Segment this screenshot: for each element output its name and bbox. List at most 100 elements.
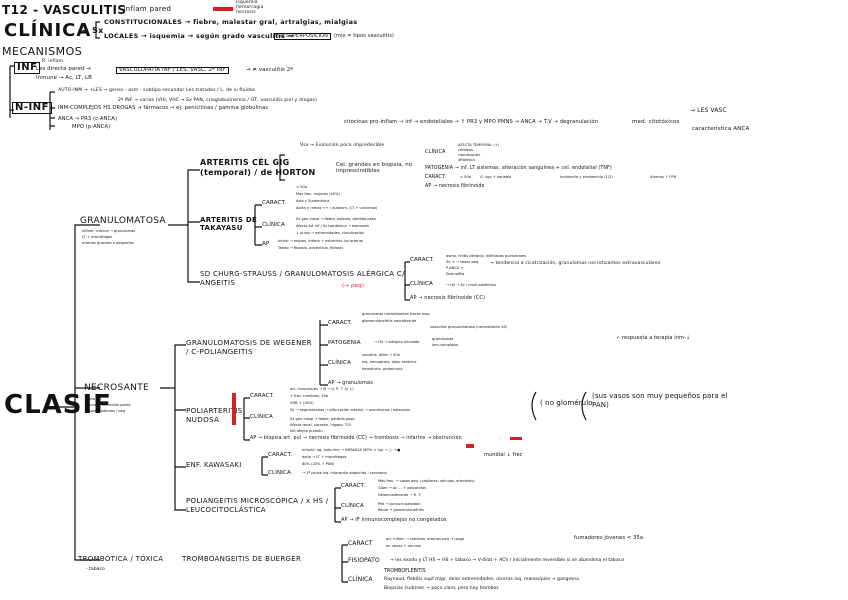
- kaw-red-mark: [466, 444, 474, 448]
- poli-clin-1: Piel → púrpura palpable: [378, 502, 421, 506]
- clinica-sx: → Sx: [82, 26, 104, 35]
- necrosante-title: NECROSANTE: [84, 383, 149, 393]
- clinica-constitucionales: CONSTITUCIONALES → fiebre, malestar gral…: [104, 18, 358, 26]
- gran-note-3: arterias grandes o pequeñas: [82, 241, 134, 245]
- clinica-locales: LOCALES → isquemia → según grado vasculi…: [104, 32, 294, 40]
- inf-box: INF: [14, 62, 41, 74]
- churg-caract-2: 50 < → Vasos peq.: [446, 260, 480, 264]
- weg-pat-2: granulomas: [432, 337, 454, 341]
- red-highlight: [213, 7, 233, 11]
- churg-peq: (→ peq): [342, 283, 365, 289]
- wegener-clinica: CLÍNICA: [328, 360, 351, 366]
- vasc-tail: → ≠ vasculitis 2ª: [246, 67, 293, 73]
- horton-patogenia: PATOGENIA → inf. LT sistemas, alteración…: [425, 166, 612, 171]
- trombotica-title: TROMBÓTICA / TÓXICA: [78, 555, 164, 563]
- wegener-title: GRANULOMATOSIS DE WEGENER / C-POLIANGEIT…: [186, 338, 312, 356]
- weg-clin-3: hematuria, proteinuria: [362, 367, 403, 371]
- horton-caract-1: > 50a: [460, 175, 471, 179]
- med-citotoxicos: med. citotóxicos: [632, 119, 680, 125]
- mecanismos-title: MECANISMOS: [2, 45, 83, 58]
- ninf-box: N-INF: [12, 102, 52, 114]
- kawasaki-caract: CARACT.: [268, 452, 293, 458]
- tak-clin-3: ↓ pulso → extremidades, claudicación: [296, 231, 365, 235]
- auto-inm: AUTO-INM → +LES → genes - asm - subtipo …: [58, 88, 256, 93]
- churg-clinica: CLÍNICA: [410, 281, 433, 287]
- wegener-patogenia: PATOGENIA: [328, 340, 361, 346]
- pan-clinica: CLÍNICA: [250, 414, 273, 420]
- page-title: T12 - VASCULITIS: [2, 3, 127, 17]
- clinica-mix: (mix ≠ tipos vasculitis): [334, 33, 394, 39]
- pan-clin-1: Sx gen inesp → fiebre, pérdida peso: [290, 417, 355, 421]
- horton-gran: Cel. grandes en biopsia, no imprescindib…: [336, 162, 413, 175]
- kaw-caract-1: Infantil, ag. auto-inm → INFANCIA (80% <…: [302, 448, 401, 452]
- buerger-caract: CARACT: [348, 540, 373, 547]
- poli-caract-2: Glom → Ac ... + adquiridas: [378, 486, 426, 490]
- les-vasc: → LES VASC: [690, 107, 727, 114]
- weg-clin-1: sinusitis, otitis → 50a: [362, 353, 400, 357]
- buerger-title: TROMBOANGEITIS DE BUERGER: [182, 555, 302, 563]
- anca-tail: citocinas pro-inflam → inf → endoteliale…: [344, 119, 599, 125]
- superposicion-box: SD SUPERPOSICIÓN: [274, 33, 331, 40]
- churg-caract-3: P-ANCA +: [446, 266, 464, 270]
- sidelist-1: isquemia: [236, 0, 258, 5]
- gran-note-1: inflam. crónica → granulomas: [82, 229, 136, 233]
- horton-clin-2: cefaleas: [458, 148, 473, 152]
- inf-line-1: R. inflam.: [42, 59, 65, 64]
- weg-caract-2: glomerulonefritis necrotizante: [362, 319, 417, 323]
- buerger-fisiopato: FISIOPATO: [348, 557, 380, 564]
- inf-line-2: Les directa pared →: [36, 66, 91, 72]
- poliang-ap: AP → IF inmunocomplejos no congelados: [341, 517, 447, 523]
- horton-clin-1: AFECTA TEMPORAL (+): [458, 143, 500, 147]
- takayasu-caract: CARACT.: [262, 200, 287, 206]
- mpo-line: MPO (p-ANCA): [72, 124, 111, 130]
- kaw-clin: → 1ª causa isq. miocardio adquirida / co…: [302, 471, 387, 475]
- pan-caract-1: art. musculares → Ø → d, P, ↑ (y ↓): [290, 387, 354, 391]
- clasif-title: CLASIF: [4, 390, 112, 420]
- bue-caract-side: fumadores jóvenes < 35a: [574, 535, 644, 541]
- buerger-clinica: CLÍNICA: [348, 576, 373, 583]
- takayasu-title: ARTERITIS DE TAKAYASU: [200, 216, 258, 233]
- bue-clin-2: Raynaud, flebitis supf migr, dolor extre…: [384, 577, 579, 582]
- pan-glomerulo: ( no glomérulo: [540, 399, 593, 407]
- granulomatosa-title: GRANULOMATOSA: [80, 216, 166, 226]
- tak-ap-1: Inicial → engros. íntima + estrechez luz…: [278, 239, 363, 243]
- pan-ap-red: [510, 437, 522, 440]
- bue-clin-1: TROMBOFLEBITIS: [384, 569, 426, 574]
- inm-complejos: INM-COMPLEJOS HS DROGAS → fármacos → ej:…: [58, 105, 269, 111]
- churg-title: SD CHURG-STRAUSS / GRANULOMATOSIS ALÉRGI…: [200, 270, 405, 287]
- trombotica-note: - tabaco: [86, 567, 105, 572]
- horton-clin-3: claudicación: [458, 153, 481, 157]
- inf-2: 2ª INF → varias (VHI, VHC → Sx PAN, crio…: [118, 98, 318, 103]
- page-subtitle: - inflam pared: [118, 5, 172, 13]
- tak-caract-3: Asia y Sudamérica: [296, 199, 330, 203]
- pan-caract: CARACT.: [250, 393, 275, 399]
- churg-caract-1: asma, rinitis alérgica, infiltrados pulm…: [446, 254, 527, 258]
- pan-caract-3: VHB + (30%): [290, 401, 314, 405]
- vasculopatia-box: VASCULOPATÍA INF / LES. VASC. 2ª INF: [116, 67, 229, 75]
- weg-caract-1: granulomas necrotizantes tracto resp.: [362, 312, 431, 316]
- churg-caract: CARACT.: [410, 257, 435, 263]
- pan-ap: AP → biopsia art. pul → necrosis fibrino…: [250, 436, 462, 441]
- weg-clin-2: tos, hemoptisis, dolor torácico: [362, 360, 417, 364]
- clinica-title: CLÍNICA: [4, 20, 92, 41]
- bue-fisio: → les éxodo y LT HS → HS + tabaco → V-di…: [390, 558, 625, 563]
- churg-caract-4: Eosinofilia: [446, 272, 465, 276]
- takayasu-ap: AP: [262, 241, 270, 247]
- pan-caract-2: + frec. hombres, 45a: [290, 394, 329, 398]
- weg-caract-3: vasculitis granulomatosa (necrotizante V…: [430, 325, 508, 329]
- tak-caract-4: Aorta y ramas ++ / autoinm. (LT + univer…: [296, 206, 378, 210]
- pan-clin-2: Afecta renal, corazón, hígado, TGI: [290, 423, 351, 427]
- caract-anca: característica ANCA: [692, 126, 750, 132]
- churg-ap: AP → necrosis fibrinoide (CC): [410, 295, 485, 301]
- poli-caract-1: Más frec. → vasos peq. (capilares, vénul…: [378, 479, 475, 483]
- anca-line: ANCA → PR3 (c-ANCA): [58, 116, 118, 122]
- takayasu-clinica: CLÍNICA: [262, 222, 285, 228]
- tak-clin-1: Sx gen inesp → fiebre, astenia, pérdida …: [296, 217, 376, 221]
- bue-clin-3: Biopsias (sub)nec → poco claro, pero hay…: [384, 586, 499, 591]
- horton-title: ARTERITIS CÉL GIG (temporal) / de HORTON: [200, 158, 316, 177]
- horton-caract: CARACT.: [425, 175, 446, 180]
- horton-caract-4: Arterias ↑↑PN: [650, 175, 677, 179]
- kawasaki-title: ENF. KAWASAKI: [186, 461, 242, 469]
- churg-extra: → tendencia a cicatrización, granulomas …: [490, 261, 661, 266]
